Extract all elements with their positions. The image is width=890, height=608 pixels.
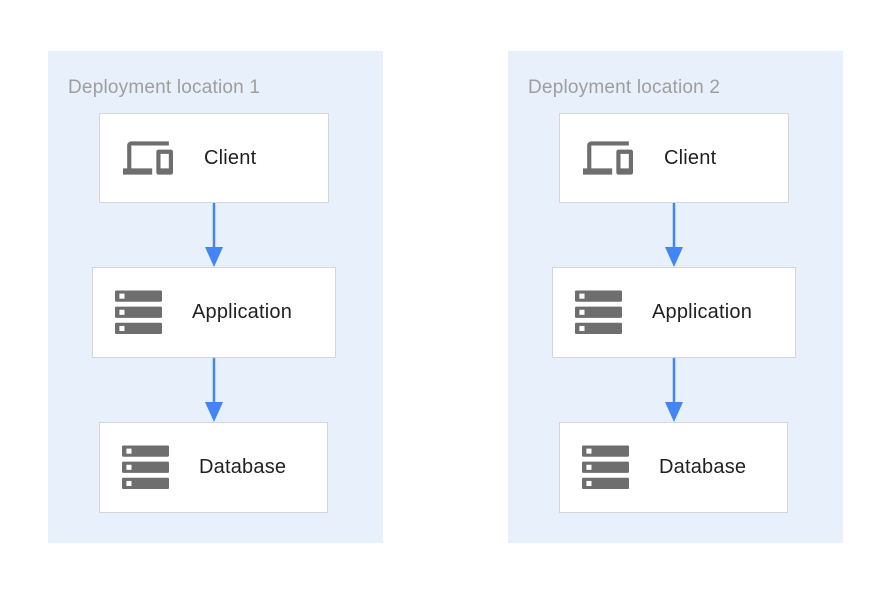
devices-icon bbox=[120, 133, 176, 183]
panel-title: Deployment location 2 bbox=[528, 77, 721, 98]
devices-icon bbox=[580, 133, 636, 183]
database-node: Database bbox=[99, 422, 328, 513]
client-node: Client bbox=[99, 113, 329, 203]
arrow-client-to-application bbox=[663, 203, 685, 267]
panel-title: Deployment location 1 bbox=[68, 77, 261, 98]
application-node: Application bbox=[552, 267, 796, 358]
server-stack-icon bbox=[580, 444, 631, 491]
arrow-client-to-application bbox=[203, 203, 225, 267]
server-stack-icon bbox=[113, 289, 164, 336]
server-stack-icon bbox=[573, 289, 624, 336]
node-label: Application bbox=[192, 301, 293, 323]
application-node: Application bbox=[92, 267, 336, 358]
arrow-application-to-database bbox=[203, 358, 225, 422]
deployment-panel-2: Deployment location 2 Client bbox=[508, 51, 843, 543]
node-label: Client bbox=[204, 146, 257, 169]
server-stack-icon bbox=[120, 444, 171, 491]
node-label: Database bbox=[659, 456, 747, 478]
client-node: Client bbox=[559, 113, 789, 203]
deployment-panel-1: Deployment location 1 Client bbox=[48, 51, 383, 543]
node-label: Client bbox=[664, 146, 717, 169]
database-node: Database bbox=[559, 422, 788, 513]
node-label: Application bbox=[652, 301, 753, 323]
node-label: Database bbox=[199, 456, 287, 478]
arrow-application-to-database bbox=[663, 358, 685, 422]
